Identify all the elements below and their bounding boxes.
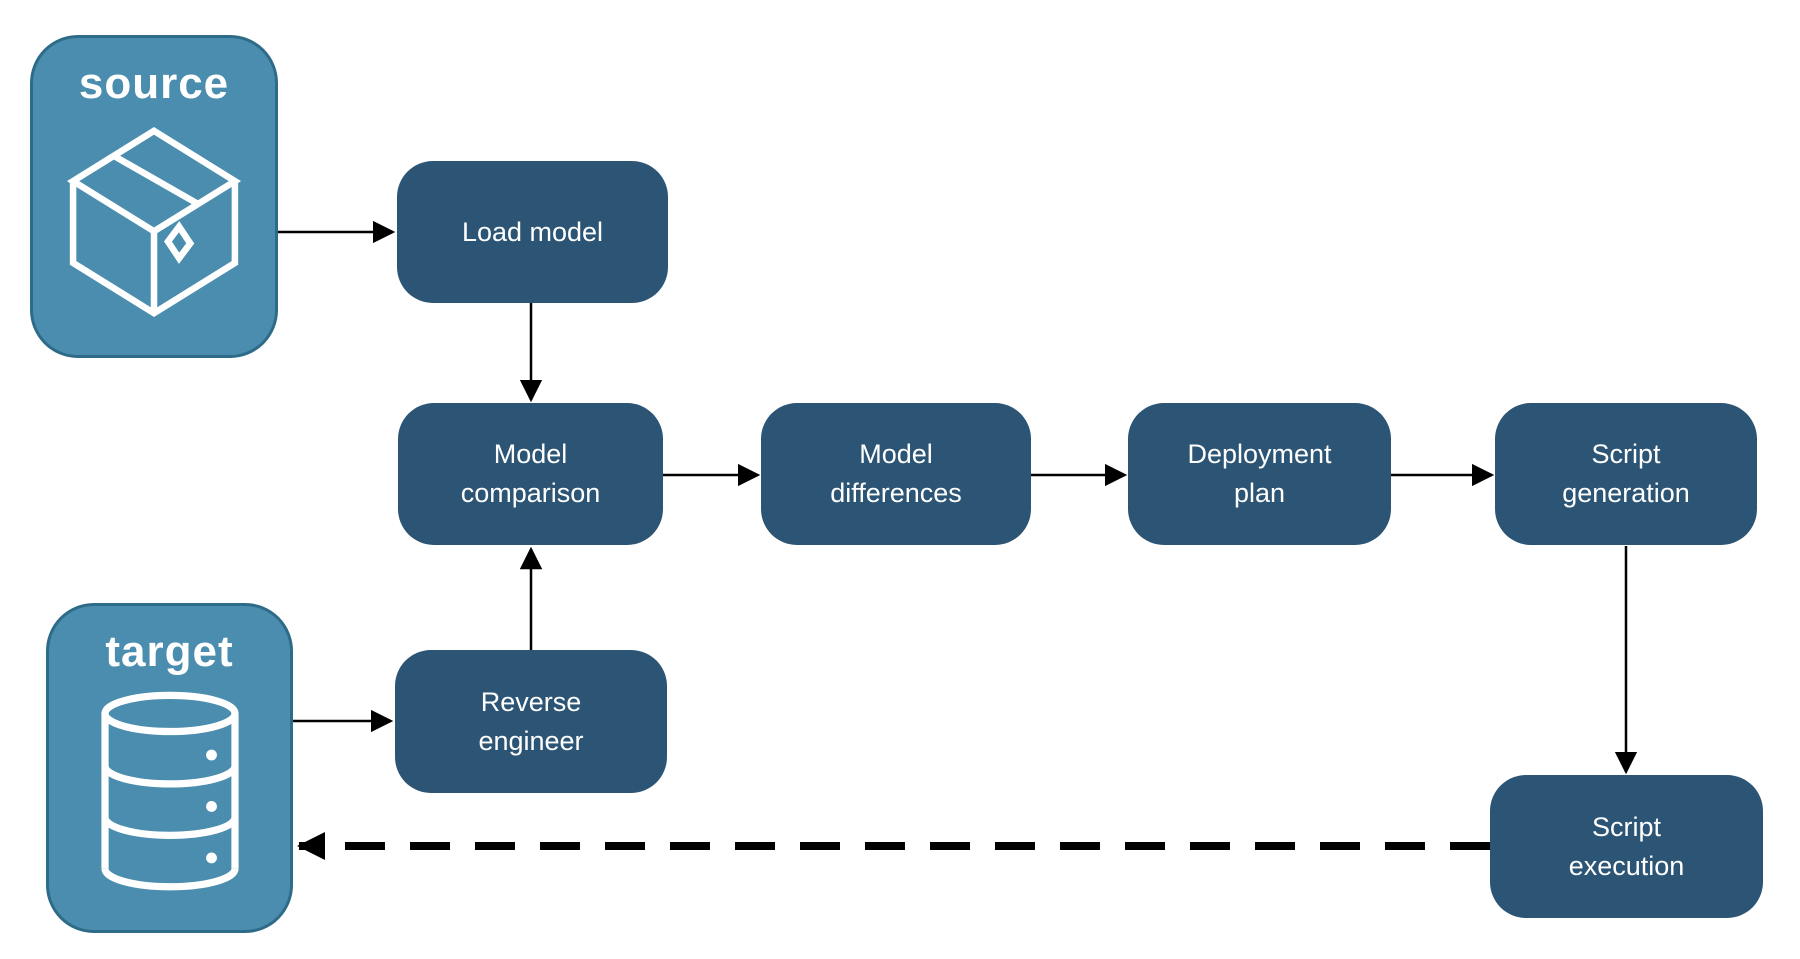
package-icon	[66, 127, 242, 318]
source-label: source	[78, 59, 230, 108]
database-icon	[100, 692, 239, 891]
node-label: Deployment plan	[1187, 439, 1332, 508]
node-script-execution[interactable]: Script execution	[1490, 775, 1763, 918]
node-label: Script execution	[1568, 811, 1685, 881]
node-model-comparison[interactable]: Model comparison	[398, 403, 663, 545]
node-script-generation[interactable]: Script generation	[1495, 403, 1757, 545]
node-label: Load model	[461, 216, 604, 247]
entity-target[interactable]: target	[46, 603, 293, 933]
node-label: Reverse engineer	[478, 686, 584, 756]
entity-source[interactable]: source	[30, 35, 278, 358]
node-load-model[interactable]: Load model	[397, 161, 668, 303]
node-reverse-engineer[interactable]: Reverse engineer	[395, 650, 667, 793]
node-label: Model differences	[830, 439, 962, 508]
node-label: Model comparison	[460, 439, 601, 508]
node-deployment-plan[interactable]: Deployment plan	[1128, 403, 1391, 545]
node-label: Script generation	[1562, 439, 1690, 508]
target-label: target	[105, 627, 234, 676]
node-model-differences[interactable]: Model differences	[761, 403, 1031, 545]
